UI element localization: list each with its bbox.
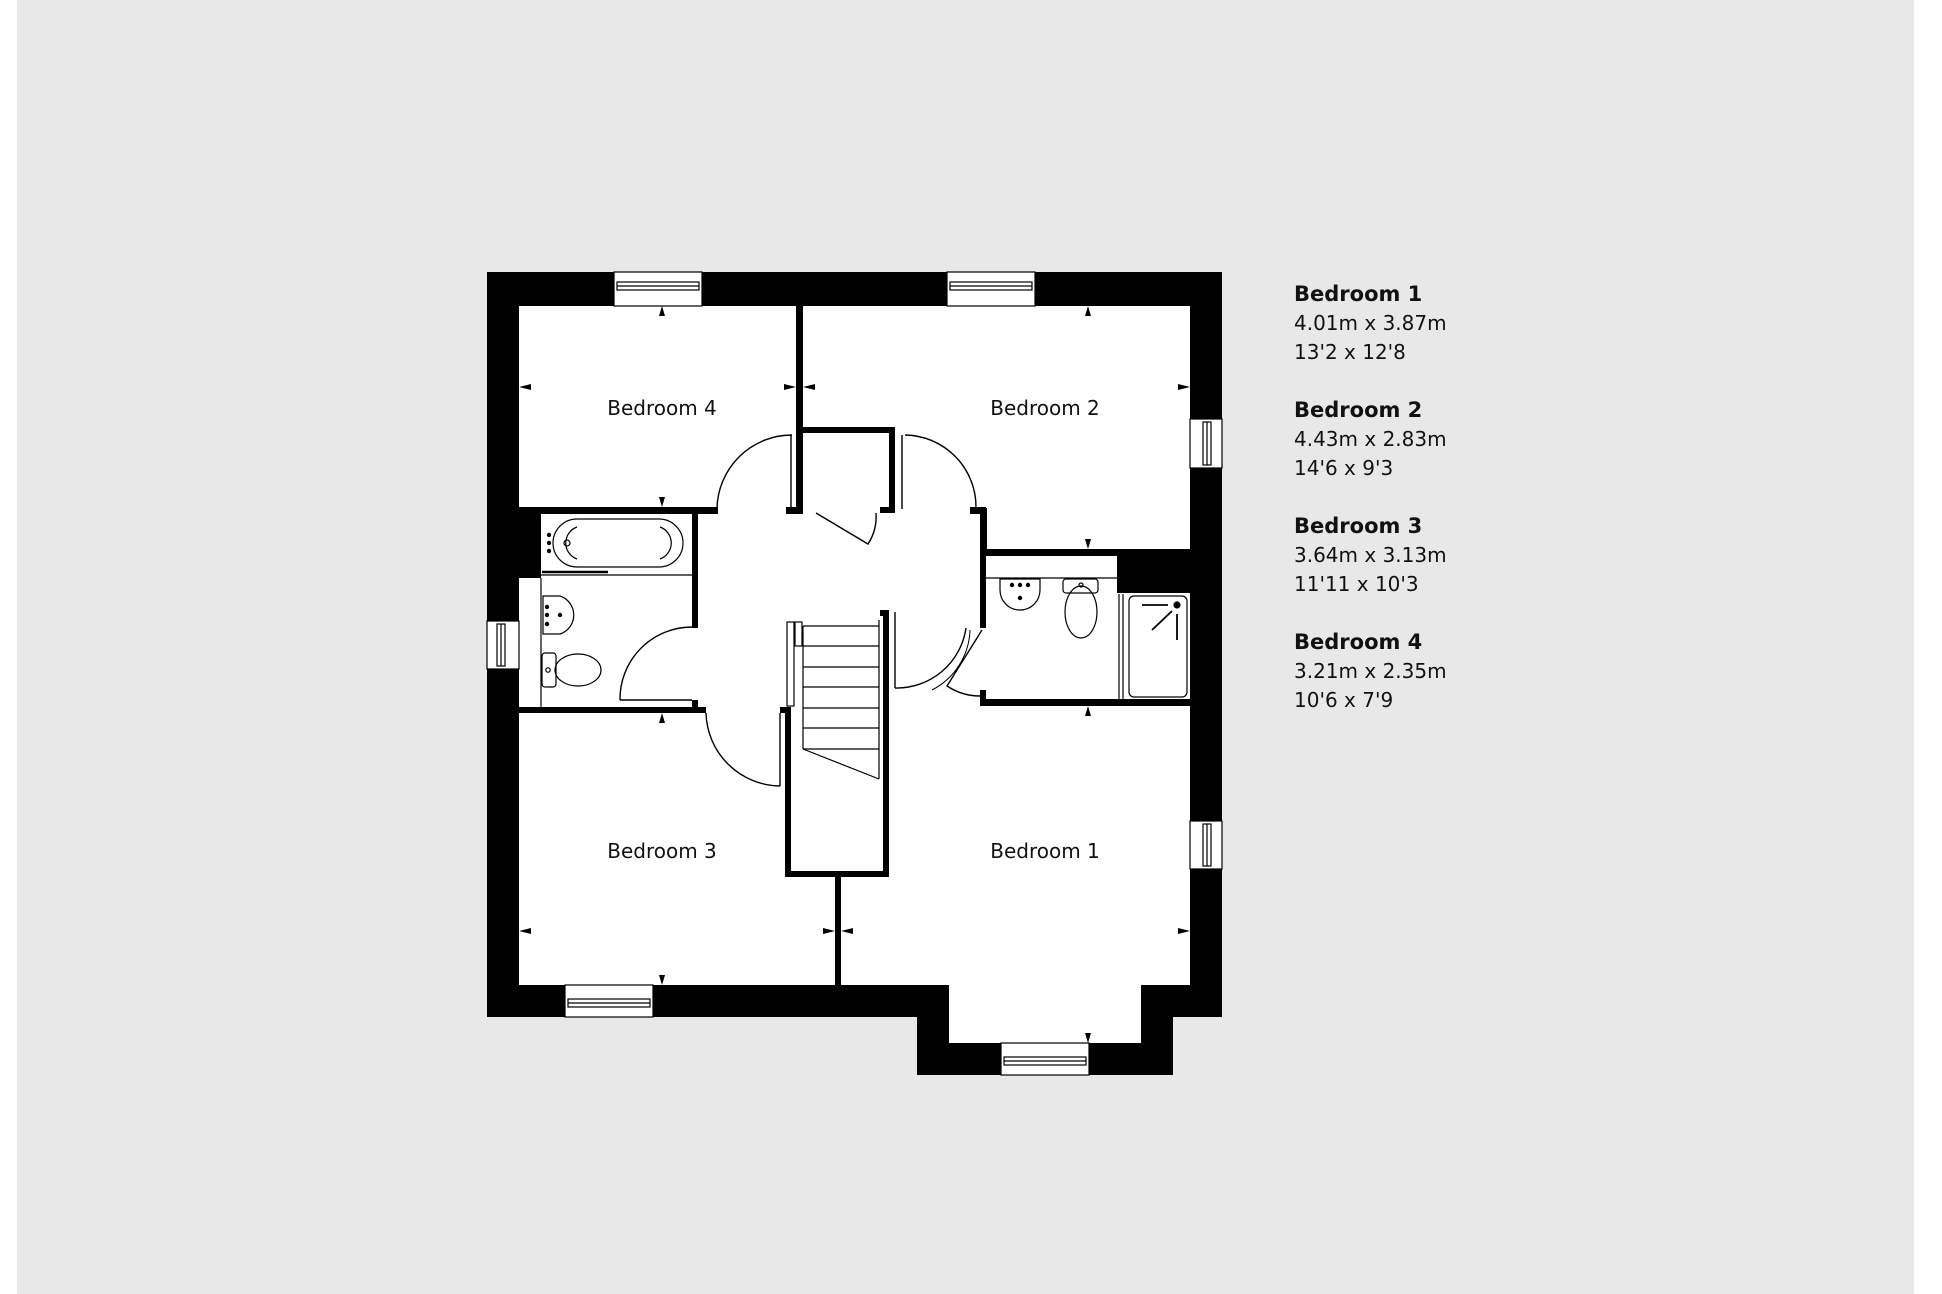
bath-icon xyxy=(541,518,692,576)
legend-imperial: 10'6 x 7'9 xyxy=(1294,688,1394,712)
toilet-icon xyxy=(541,652,602,688)
legend-metric: 3.64m x 3.13m xyxy=(1294,543,1447,567)
legend-entry-bedroom-2: Bedroom 2 4.43m x 2.83m 14'6 x 9'3 xyxy=(1294,396,1447,483)
room-dimensions-legend: Bedroom 1 4.01m x 3.87m 13'2 x 12'8 Bedr… xyxy=(1294,280,1447,744)
dimension-arrow-icon xyxy=(519,306,1190,1043)
legend-imperial: 13'2 x 12'8 xyxy=(1294,340,1406,364)
legend-imperial: 11'11 x 10'3 xyxy=(1294,572,1419,596)
legend-entry-bedroom-4: Bedroom 4 3.21m x 2.35m 10'6 x 7'9 xyxy=(1294,628,1447,715)
basin-icon xyxy=(540,578,575,707)
legend-room-name: Bedroom 3 xyxy=(1294,514,1423,538)
room-label-bedroom-4: Bedroom 4 xyxy=(607,396,717,420)
legend-metric: 3.21m x 2.35m xyxy=(1294,659,1447,683)
toilet-icon xyxy=(1062,578,1099,639)
legend-room-name: Bedroom 1 xyxy=(1294,282,1423,306)
legend-entry-bedroom-3: Bedroom 3 3.64m x 3.13m 11'11 x 10'3 xyxy=(1294,512,1447,599)
legend-room-name: Bedroom 2 xyxy=(1294,398,1423,422)
room-label-bedroom-3: Bedroom 3 xyxy=(607,839,717,863)
internal-walls xyxy=(519,306,1190,985)
window-icon xyxy=(486,271,1223,1076)
legend-room-name: Bedroom 4 xyxy=(1294,630,1423,654)
room-label-bedroom-1: Bedroom 1 xyxy=(990,839,1100,863)
basin-icon xyxy=(986,577,1117,611)
legend-imperial: 14'6 x 9'3 xyxy=(1294,456,1394,480)
door-swing-icon xyxy=(619,434,983,787)
shower-icon xyxy=(1118,594,1188,699)
floor-area xyxy=(487,272,1222,1075)
legend-metric: 4.43m x 2.83m xyxy=(1294,427,1447,451)
room-label-bedroom-2: Bedroom 2 xyxy=(990,396,1100,420)
room-labels: Bedroom 4 Bedroom 2 Bedroom 3 Bedroom 1 xyxy=(607,396,1100,863)
legend-metric: 4.01m x 3.87m xyxy=(1294,311,1447,335)
stairs-icon xyxy=(786,620,880,780)
legend-entry-bedroom-1: Bedroom 1 4.01m x 3.87m 13'2 x 12'8 xyxy=(1294,280,1447,367)
